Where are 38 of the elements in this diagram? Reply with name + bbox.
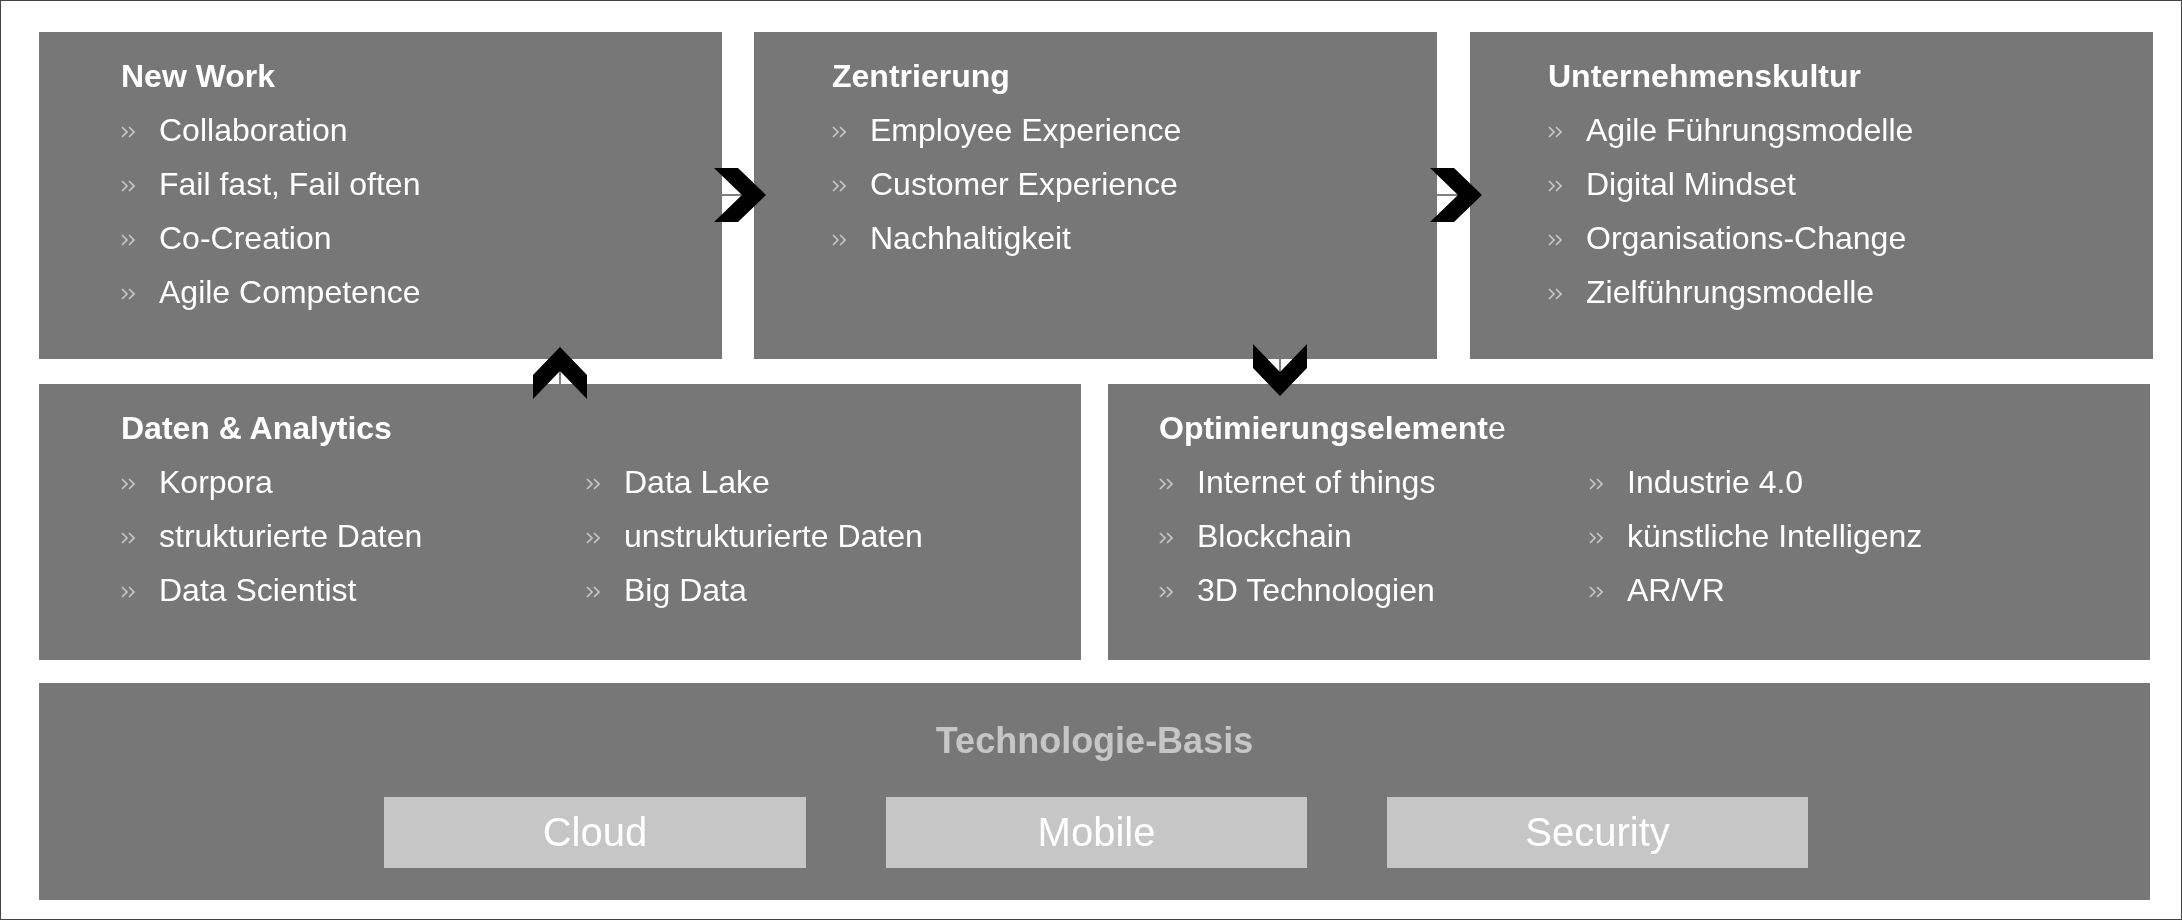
technology-box: Cloud [384,797,806,868]
topic-box [754,32,1437,359]
item-text: Internet of things [1197,464,1436,500]
heading: New Work [121,57,276,96]
heading: Optimierungselemente [1159,409,1506,448]
heading: Daten & Analytics [121,409,392,448]
item-text: Digital Mindset [1586,166,1796,202]
item-text: Agile Führungsmodelle [1586,112,1914,148]
item-text: Collaboration [159,112,348,148]
item-text: Data Scientist [159,572,357,608]
heading: Unternehmenskultur [1548,57,1861,96]
item-text: Employee Experience [870,112,1182,148]
technology-box: Security [1387,797,1808,868]
foundation-panel [39,683,2150,900]
item-text: künstliche Intelligenz [1627,518,1923,554]
item-text: Industrie 4.0 [1627,464,1804,500]
item-text: Nachhaltigkeit [870,220,1071,256]
item-text: Organisations-Change [1586,220,1907,256]
item-text: Blockchain [1197,518,1352,554]
item-text: unstrukturierte Daten [624,518,923,554]
heading: Zentrierung [832,57,1010,96]
item-text: Data Lake [624,464,770,500]
item-text: AR/VR [1627,572,1725,608]
heading: Technologie-Basis [934,721,1255,761]
topic-box [39,384,1081,660]
item-text: 3D Technologien [1197,572,1435,608]
item-text: Agile Competence [159,274,421,310]
topic-box [39,32,722,359]
item-text: Korpora [159,464,273,500]
technology-box: Mobile [886,797,1307,868]
item-text: strukturierte Daten [159,518,423,554]
item-text: Customer Experience [870,166,1178,202]
item-text: Co-Creation [159,220,332,256]
topic-box [1470,32,2153,359]
item-text: Fail fast, Fail often [159,166,421,202]
item-text: Zielführungsmodelle [1586,274,1875,310]
topic-box [1108,384,2150,660]
item-text: Big Data [624,572,747,608]
